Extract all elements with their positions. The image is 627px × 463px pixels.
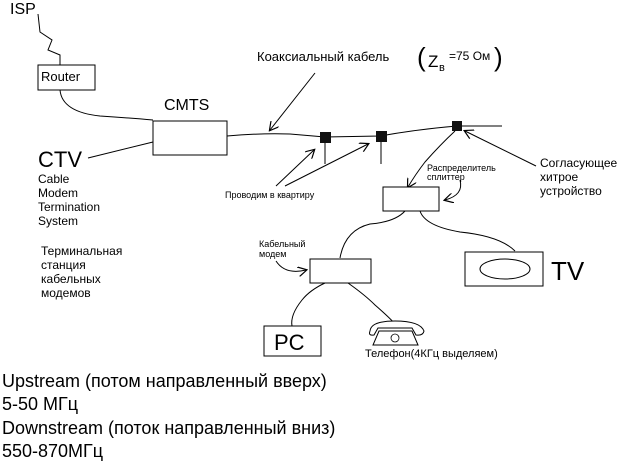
splitter-modem-link — [339, 210, 406, 259]
modem-label-line1: Кабельный — [259, 239, 305, 249]
terminal-station-line2: станция — [41, 258, 86, 272]
tap-splitter-link — [408, 130, 456, 187]
telephone-icon — [369, 320, 425, 346]
impedance-paren-close: ) — [494, 42, 503, 72]
matching-device-line2: хитрое — [540, 170, 579, 184]
pc-box — [263, 325, 322, 357]
matching-device-arrow — [465, 131, 537, 167]
cable-tap-2 — [376, 131, 387, 142]
to-apartment-arrow-2 — [284, 144, 368, 187]
modem-label-line2: модем — [259, 249, 286, 259]
matching-device-line3: устройство — [540, 184, 602, 198]
splitter-label-line1: Распределитель — [427, 163, 496, 173]
terminal-station-line1: Терминальная — [41, 244, 122, 258]
splitter-tv-link — [419, 210, 516, 252]
impedance-subscript: в — [439, 62, 445, 74]
to-apartment-label: Проводим в квартиру — [225, 190, 315, 200]
terminal-station-line4: модемов — [41, 286, 91, 300]
upstream-note: Upstream (потом направленный вверх) — [2, 371, 327, 391]
impedance-paren-open: ( — [417, 42, 426, 72]
router-cmts-link — [59, 89, 154, 121]
downstream-note: Downstream (поток направленный вниз) — [2, 418, 335, 438]
upstream-range: 5-50 МГц — [2, 394, 78, 414]
router-label: Router — [41, 69, 81, 84]
terminal-station-line3: кабельных — [41, 272, 101, 286]
splitter-label-line2: сплиттер — [427, 172, 465, 182]
splitter-label-arrow — [445, 179, 462, 200]
modem-phone-link — [347, 282, 396, 325]
modem-label-arrow — [275, 260, 306, 271]
coax-label-arrow — [270, 72, 316, 130]
telephone-label: Телефон(4КГц выделяем) — [365, 348, 498, 360]
ctv-desc-line3: Termination — [38, 200, 100, 214]
tv-screen — [479, 258, 531, 280]
cable-tap-matching — [452, 121, 462, 131]
impedance-symbol: Z — [428, 52, 438, 71]
ctv-desc-line1: Cable — [38, 172, 70, 186]
tv-label: TV — [551, 256, 585, 286]
matching-device-line1: Согласующее — [540, 156, 618, 170]
tv-box — [464, 251, 544, 287]
cmts-box — [152, 120, 228, 156]
cmts-label: CMTS — [164, 97, 209, 114]
downstream-range: 550-870МГц — [2, 441, 103, 461]
ctv-desc-line2: Modem — [38, 186, 78, 200]
modem-pc-link — [291, 282, 326, 327]
coax-cable-label: Коаксиальный кабель — [257, 49, 389, 64]
cable-tap-1 — [320, 132, 331, 143]
ctv-desc-line4: System — [38, 214, 78, 228]
splitter-box — [382, 186, 440, 212]
ctv-label: CTV — [38, 147, 82, 172]
ctv-link — [87, 141, 154, 159]
router-box — [37, 64, 96, 91]
impedance-value: =75 Ом — [449, 49, 490, 63]
isp-link — [37, 13, 61, 66]
pc-label: PC — [274, 330, 305, 355]
cable-modem-box — [309, 258, 372, 284]
to-apartment-arrow-1 — [275, 150, 314, 187]
isp-label: ISP — [10, 1, 36, 18]
